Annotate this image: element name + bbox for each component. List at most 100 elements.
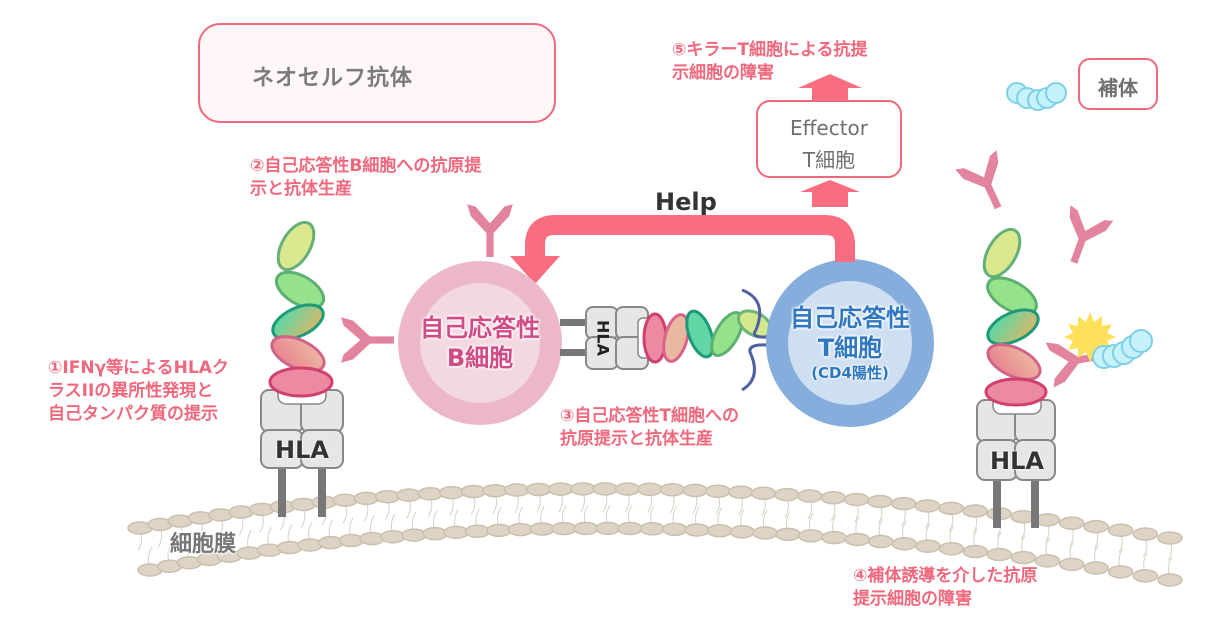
complement-bound (1092, 329, 1153, 369)
lipid-head (551, 521, 577, 536)
lipid-head (359, 531, 385, 546)
b-cell (341, 204, 562, 425)
lipid-head (705, 484, 731, 498)
lipid-head (504, 483, 530, 497)
effector-label-line1: Effector (789, 116, 869, 140)
effector-t-cell-box: Effector T細胞 (756, 100, 902, 178)
step-1-line2: ラスIIの異所性発現と (48, 381, 214, 401)
lipid-head (529, 522, 555, 536)
lipid-head (595, 521, 621, 536)
lipid-head (443, 525, 469, 540)
lipid-head (1107, 523, 1134, 537)
legend-neoself-antibody-label: ネオセルフ抗体 (252, 66, 414, 91)
lipid-head (438, 485, 465, 500)
lipid-head (729, 525, 756, 539)
t-cell-label-line1: 自己応答性 (790, 304, 910, 332)
step-5-line2: 示細胞の障害 (672, 63, 774, 83)
lipid-head (750, 486, 777, 501)
t-cell-label-line2: T細胞 (817, 334, 883, 362)
lipid-head (1132, 569, 1159, 583)
lipid-head (570, 482, 596, 496)
antibody-icon (467, 204, 513, 257)
lipid-head (821, 530, 847, 545)
lipid-head (774, 487, 800, 502)
lipid-head (868, 534, 894, 549)
b-cell-label-line2: B細胞 (446, 344, 514, 372)
lipid-head (752, 526, 778, 540)
lipid-head (890, 496, 917, 511)
step-4-line2: 提示細胞の障害 (853, 589, 972, 609)
lipid-head (637, 482, 663, 497)
lipid-head (798, 529, 824, 543)
lipid-head (592, 482, 618, 496)
lipid-head (317, 535, 344, 550)
arrow-up-from-effector (798, 74, 862, 100)
lipid-head (1083, 561, 1109, 575)
lipid-head (775, 527, 801, 542)
lipid-head (891, 537, 918, 551)
complement-icon (1006, 82, 1067, 111)
lipid-head (417, 487, 443, 501)
b-cell-label: 自己応答性 B細胞 (400, 313, 560, 373)
step-3-line2: 抗原提示と抗体生産 (560, 429, 713, 449)
lipid-head (639, 522, 665, 536)
arrow-up-to-effector (800, 180, 860, 207)
lipid-head (332, 493, 358, 507)
step-3-annotation: ③自己応答性T細胞への 抗原提示と抗体生産 (560, 405, 739, 451)
step-2-line1: ②自己応答性B細胞への抗原提 (250, 156, 482, 176)
lipid-head (1157, 573, 1183, 587)
lipid-head (338, 533, 365, 548)
b-cell-label-line1: 自己応答性 (420, 314, 540, 342)
lipid-head (614, 482, 641, 496)
lipid-head (938, 501, 964, 516)
lipid-head (1107, 565, 1134, 579)
step-1-line3: 自己タンパク質の提示 (48, 404, 218, 424)
lipid-head (486, 523, 512, 538)
step-2-line2: 示と抗体生産 (250, 179, 352, 199)
legend-complement-label: 補体 (1098, 76, 1138, 100)
lipid-head (728, 485, 754, 499)
lipid-head (1010, 550, 1037, 565)
lipid-head (962, 544, 989, 559)
help-arrow (510, 215, 855, 284)
lipid-head (820, 490, 846, 505)
hla-complex-right (976, 227, 1056, 528)
antibody-icon (341, 317, 394, 363)
t-cell-label: 自己応答性 T細胞 (CD4陽性) (770, 303, 930, 383)
lipid-head (464, 524, 491, 539)
lipid-head (867, 494, 893, 509)
lipid-head (843, 492, 870, 507)
lipid-head (682, 483, 708, 498)
t-cell-label-line3: (CD4陽性) (811, 364, 889, 382)
lipid-head (1157, 531, 1183, 545)
lipid-head (460, 484, 487, 499)
lipid-head (706, 524, 733, 538)
lipid-head (797, 489, 823, 503)
lipid-head (659, 483, 686, 497)
lipid-head (1059, 557, 1085, 572)
lipid-head (507, 522, 534, 537)
lipid-head (844, 532, 871, 547)
effector-label-line2: T細胞 (802, 148, 856, 172)
hla-label-rotated: HLA (594, 320, 613, 357)
step-1-annotation: ①IFNγ等によるHLAク ラスIIの異所性発現と 自己タンパク質の提示 (48, 357, 229, 426)
legend-neoself-antibody: ネオセルフ抗体 (198, 23, 556, 123)
lipid-head (422, 526, 448, 541)
lipid-head (1132, 527, 1159, 541)
lipid-head (1058, 516, 1085, 530)
step-2-annotation: ②自己応答性B細胞への抗原提 示と抗体生産 (250, 155, 481, 201)
lipid-head (1034, 554, 1061, 568)
step-5-line1: ⑤キラーT細胞による抗提 (672, 40, 868, 60)
lipid-head (573, 521, 599, 536)
membrane-label: 細胞膜 (170, 532, 237, 557)
lipid-head (526, 482, 552, 497)
lipid-head (290, 497, 317, 512)
lipid-head (915, 539, 941, 553)
lipid-head (661, 522, 688, 537)
t-cell (766, 250, 934, 427)
lipid-head (986, 547, 1013, 562)
lipid-head (401, 528, 427, 542)
lipid-head (374, 489, 401, 504)
step-4-line1: ④補体誘導を介した抗原 (853, 566, 1038, 586)
